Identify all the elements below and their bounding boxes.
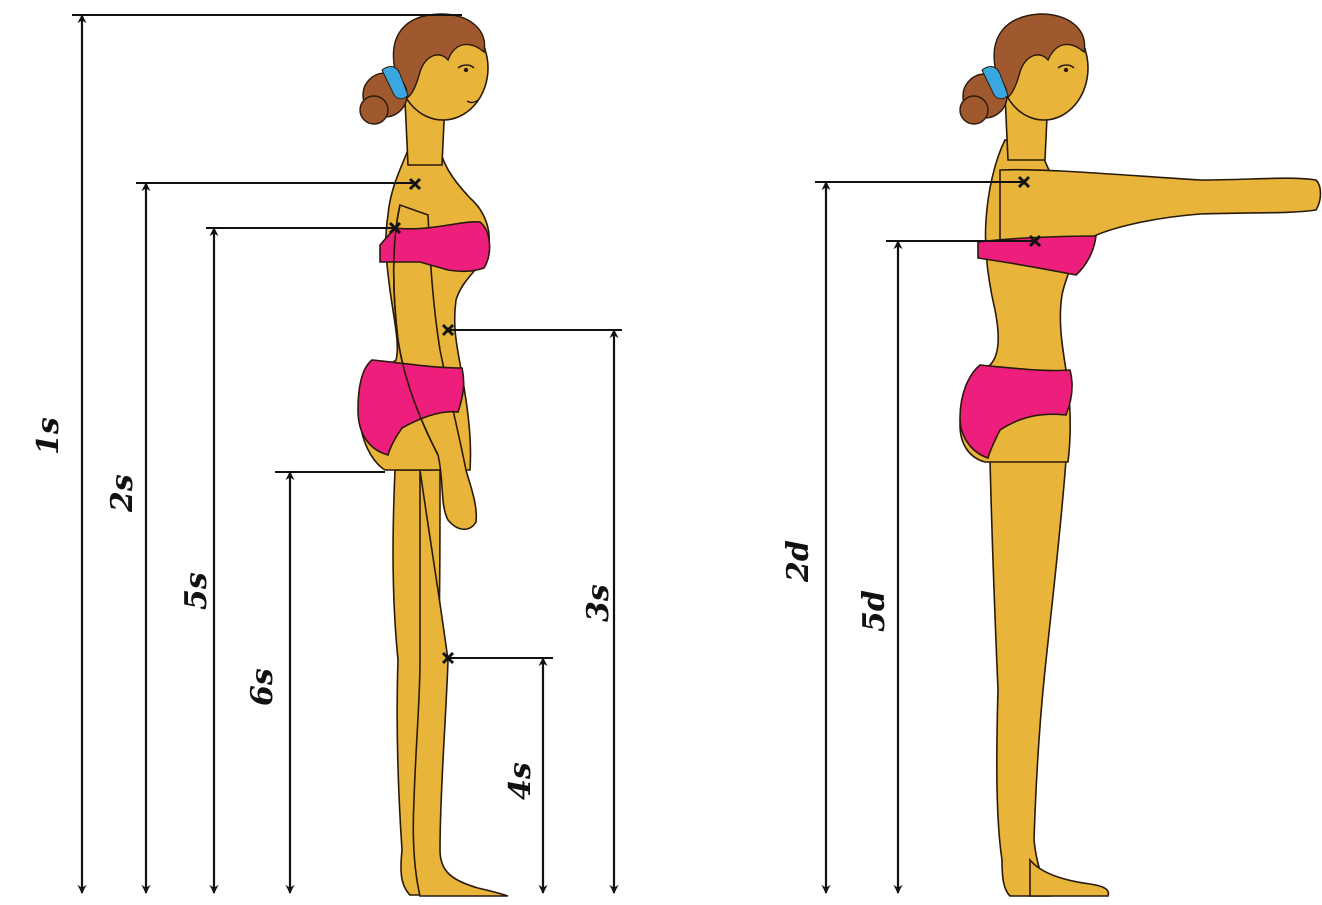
- extended-arm: [1000, 170, 1321, 240]
- label-3s: 3s: [581, 584, 616, 622]
- front-foot-right: [1030, 860, 1108, 896]
- label-6s: 6s: [245, 668, 280, 706]
- dimension-lines: [72, 15, 1035, 893]
- label-5d: 5d: [857, 590, 892, 632]
- dim-6s: [275, 472, 385, 893]
- standing-figure: [358, 14, 508, 896]
- back-leg-right: [990, 460, 1066, 896]
- label-2d: 2d: [781, 540, 816, 583]
- label-4s: 4s: [503, 762, 538, 800]
- dim-5s: [206, 228, 395, 893]
- reaching-figure: [960, 14, 1321, 896]
- front-leg: [413, 470, 508, 896]
- dim-2s: [136, 183, 415, 893]
- label-5s: 5s: [179, 572, 214, 610]
- label-1s: 1s: [31, 417, 66, 455]
- label-2s: 2s: [105, 474, 140, 513]
